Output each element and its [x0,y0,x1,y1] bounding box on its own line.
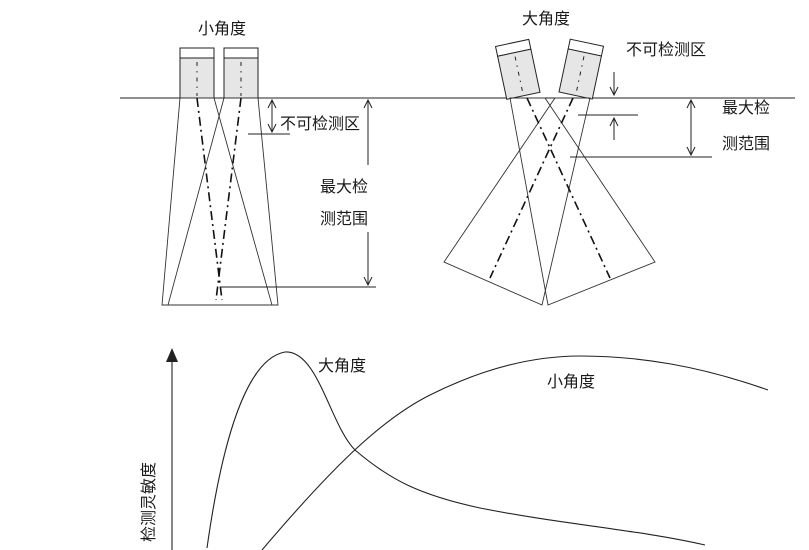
large-angle-sensor-left [494,38,541,100]
curve-large-angle-label: 大角度 [318,356,366,375]
small-angle-title: 小角度 [198,19,246,38]
large-angle-undetectable-arrow [609,72,619,140]
curve-small-angle [261,355,769,550]
large-angle-sensor-right [558,38,605,100]
large-angle-undetectable-label: 不可检测区 [626,40,706,59]
small-angle-undetectable-arrow [267,98,277,134]
small-angle-beam-right [167,97,279,306]
small-angle-sensor-right [223,47,259,99]
small-angle-range-label-line2: 测范围 [320,209,368,228]
small-angle-panel: 小角度 不可检测区 [161,19,376,306]
large-angle-beam-right [443,97,591,306]
small-angle-sensor-left [179,47,215,99]
small-angle-beam-left [161,97,273,306]
large-angle-title: 大角度 [522,9,570,28]
y-axis-label: 检测灵敏度 [139,462,158,542]
curve-large-angle [206,351,706,549]
curve-small-angle-label: 小角度 [547,372,595,391]
y-axis-arrowhead [166,348,178,362]
small-angle-undetectable-label: 不可检测区 [280,114,360,133]
large-angle-range-arrow [686,98,696,157]
sensitivity-graph: 检测灵敏度 大角度 小角度 [139,348,769,550]
large-angle-panel: 大角度 不可检测区 [443,9,770,306]
large-angle-range-label-line2: 测范围 [722,134,770,153]
small-angle-range-label-line1: 最大检 [320,177,368,196]
large-angle-beam-left [509,97,656,306]
small-angle-range-arrow [363,98,373,287]
large-angle-range-label-line1: 最大检 [722,98,770,117]
